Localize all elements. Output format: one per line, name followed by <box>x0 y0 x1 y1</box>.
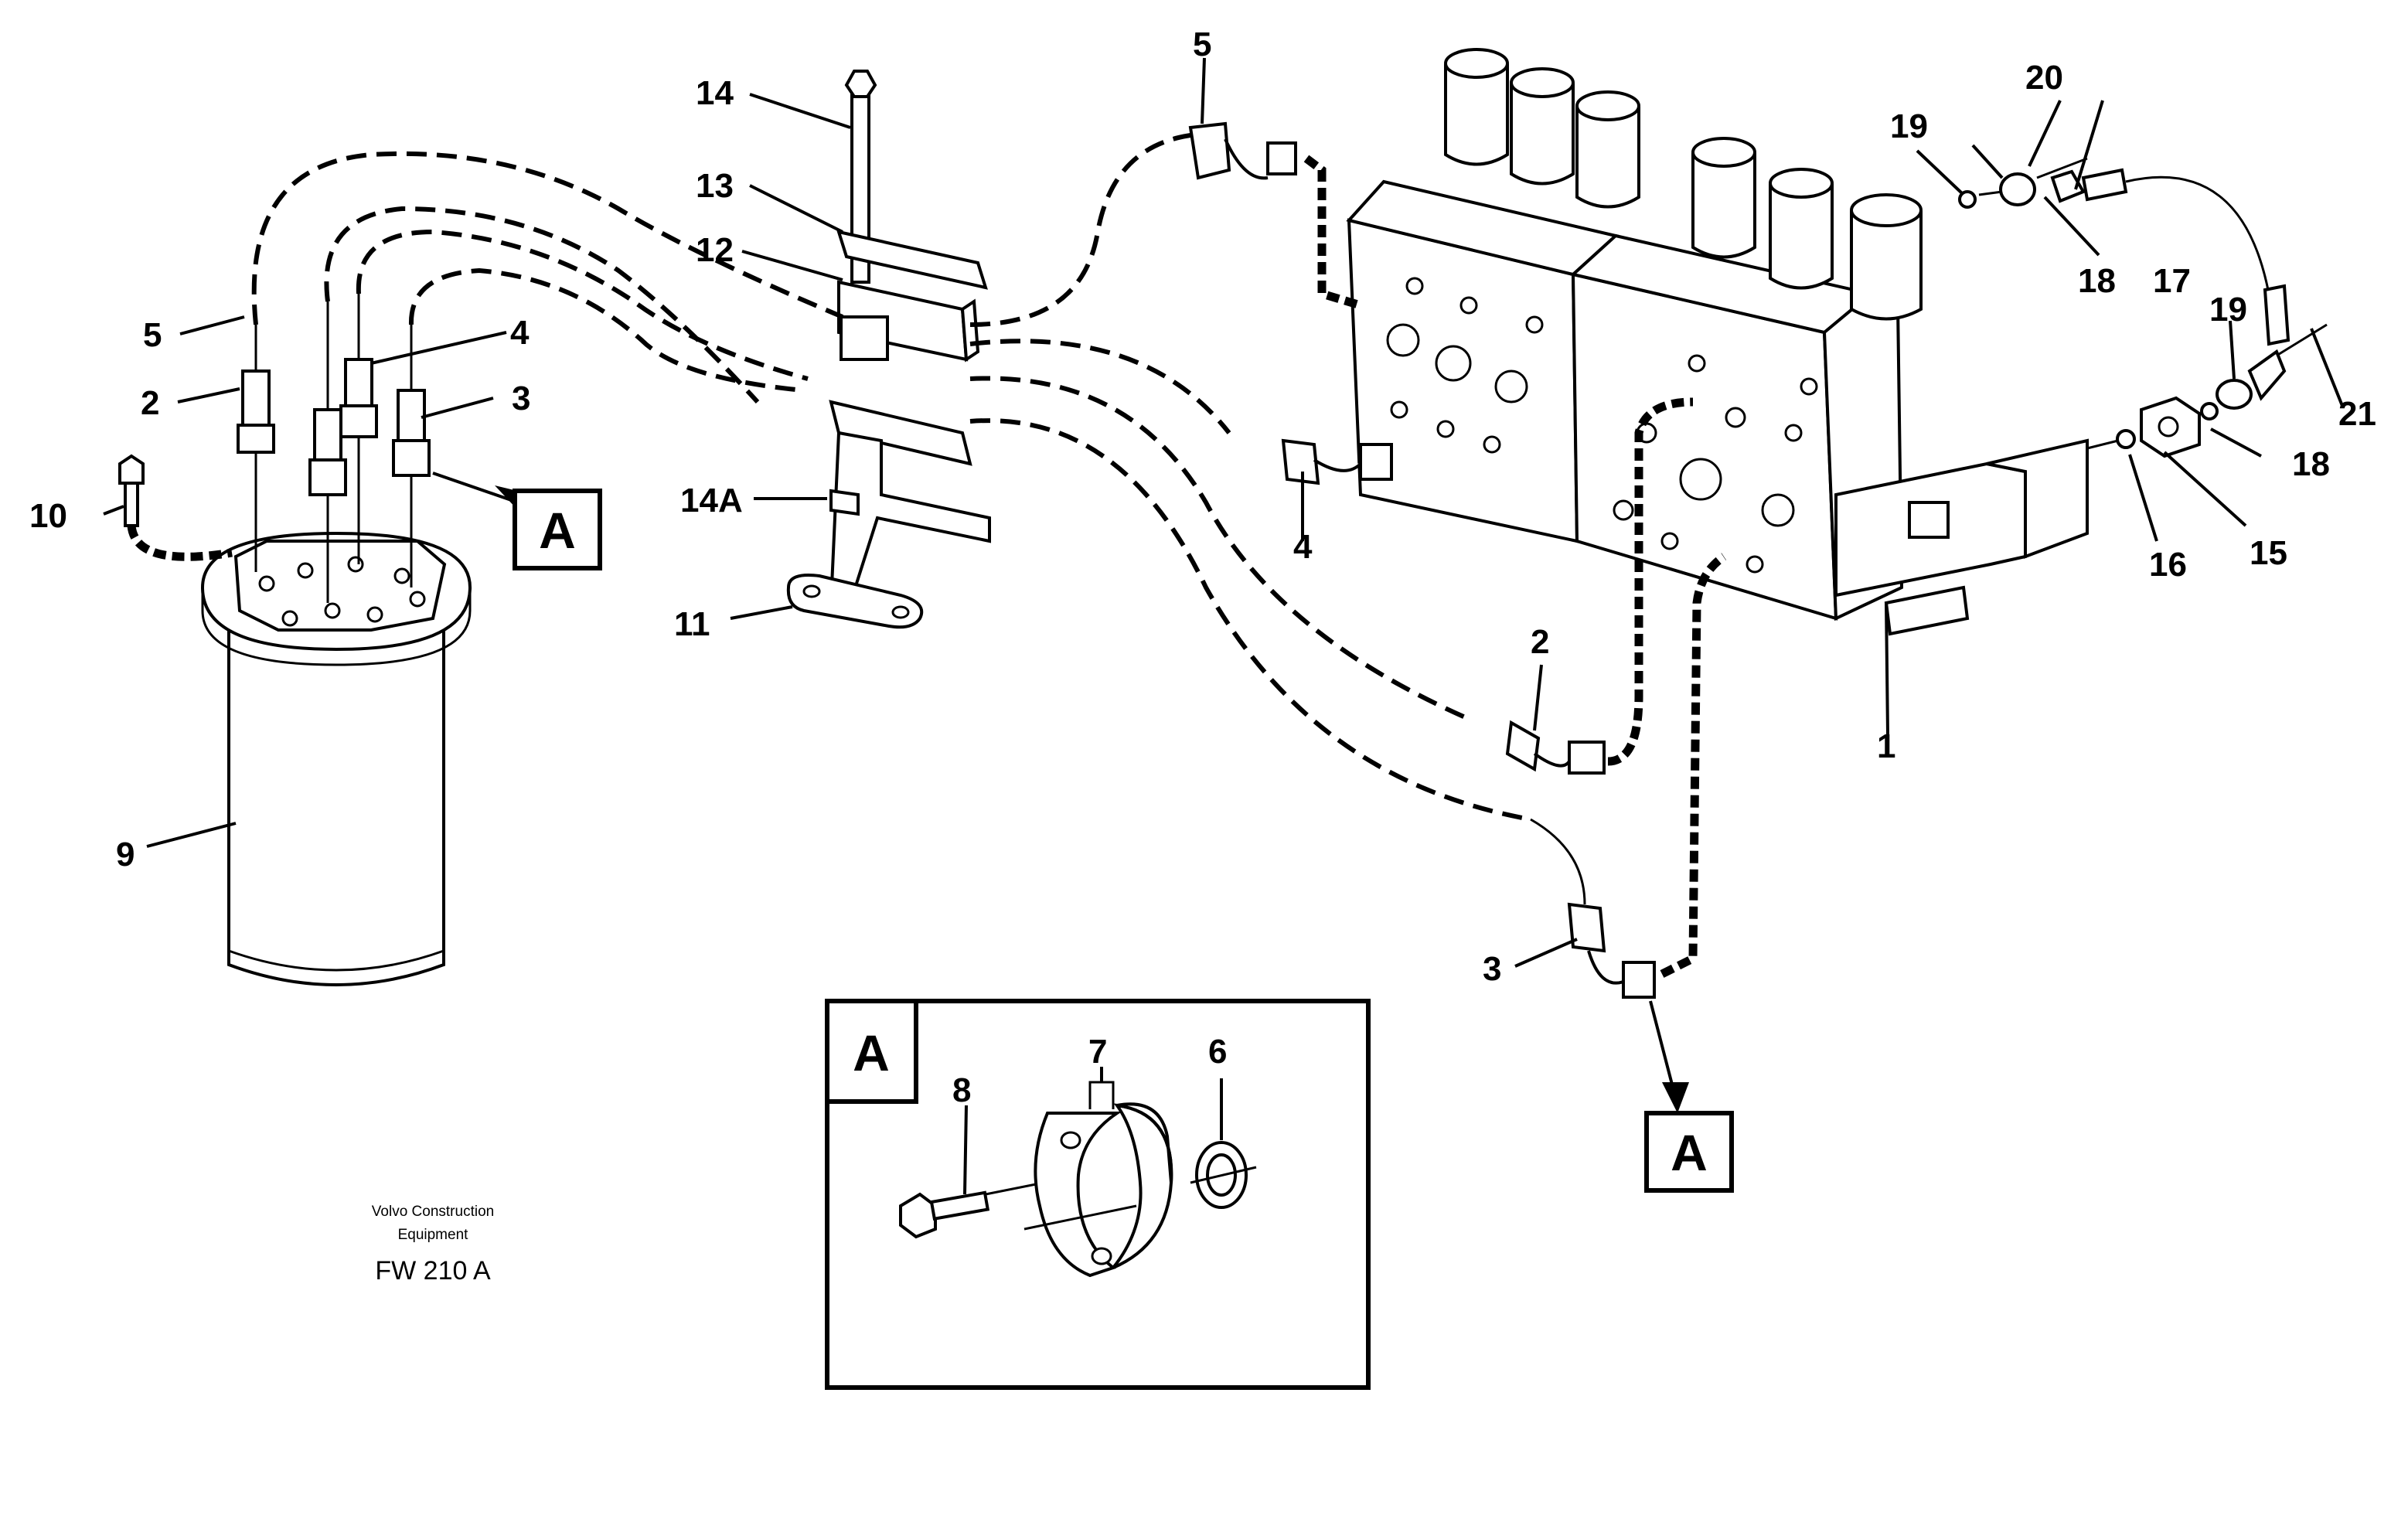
filter-detail-ref-label: A <box>539 502 576 559</box>
bolt-10 <box>118 454 233 561</box>
callout-11: 11 <box>674 605 710 643</box>
callout-15: 15 <box>2250 534 2287 572</box>
valve-detail-ref: A <box>1644 1111 1734 1193</box>
callout-3-valve: 3 <box>1483 950 1501 988</box>
hose-fittings <box>1188 121 1727 999</box>
callout-4-filter: 4 <box>510 314 530 352</box>
drawing-code: FW 210 A <box>375 1256 491 1286</box>
filter-detail-ref: A <box>513 489 602 570</box>
callout-14a: 14A <box>680 482 743 519</box>
filter-housing <box>200 531 472 986</box>
callout-7: 7 <box>1088 1033 1107 1071</box>
callout-14: 14 <box>696 74 734 112</box>
callout-3-filter: 3 <box>512 380 530 417</box>
callout-9: 9 <box>116 836 135 873</box>
callout-13: 13 <box>696 167 734 205</box>
callout-5-valve: 5 <box>1193 26 1211 63</box>
callout-5-filter: 5 <box>143 316 162 354</box>
callout-20: 20 <box>2025 59 2063 97</box>
callout-numbers: 5 2 4 3 10 9 11 14A 12 13 14 5 4 2 3 1 1… <box>29 26 2376 988</box>
split-flange <box>1023 1081 1173 1278</box>
o-ring <box>1190 1141 1257 1209</box>
callout-1: 1 <box>1877 727 1895 765</box>
valve-ref-arrowhead <box>1662 1082 1689 1113</box>
callout-4-valve: 4 <box>1293 528 1313 566</box>
callout-10: 10 <box>29 497 67 535</box>
callout-17: 17 <box>2153 262 2191 300</box>
callout-leaders <box>103 57 2344 1113</box>
valve-detail-ref-label: A <box>1671 1124 1708 1181</box>
credit-line2: Equipment <box>398 1227 469 1243</box>
flange-bolt <box>899 1181 1044 1239</box>
hose-lines <box>251 133 1531 822</box>
inset-title: A <box>853 1024 890 1081</box>
callout-8: 8 <box>952 1071 971 1109</box>
callout-18-upper: 18 <box>2078 262 2116 300</box>
drawing-credit: Volvo Construction Equipment FW 210 A <box>372 1204 494 1286</box>
filter-fittings <box>237 294 431 603</box>
callout-21: 21 <box>2338 395 2376 433</box>
callout-16: 16 <box>2149 546 2187 584</box>
callout-19-lower: 19 <box>2209 291 2247 329</box>
callout-19-upper: 19 <box>1890 107 1928 145</box>
bracket-assembly <box>786 70 991 629</box>
callout-12: 12 <box>696 231 734 269</box>
callout-6: 6 <box>1208 1033 1227 1071</box>
callout-18-lower: 18 <box>2292 445 2330 483</box>
credit-line1: Volvo Construction <box>372 1204 494 1220</box>
solenoid-cartridges <box>1444 48 1923 321</box>
detail-inset-a: A 8 7 6 <box>825 999 1371 1390</box>
callout-2-valve: 2 <box>1531 623 1549 661</box>
connector-parts-right <box>1958 157 2328 458</box>
callout-2-filter: 2 <box>141 384 159 422</box>
